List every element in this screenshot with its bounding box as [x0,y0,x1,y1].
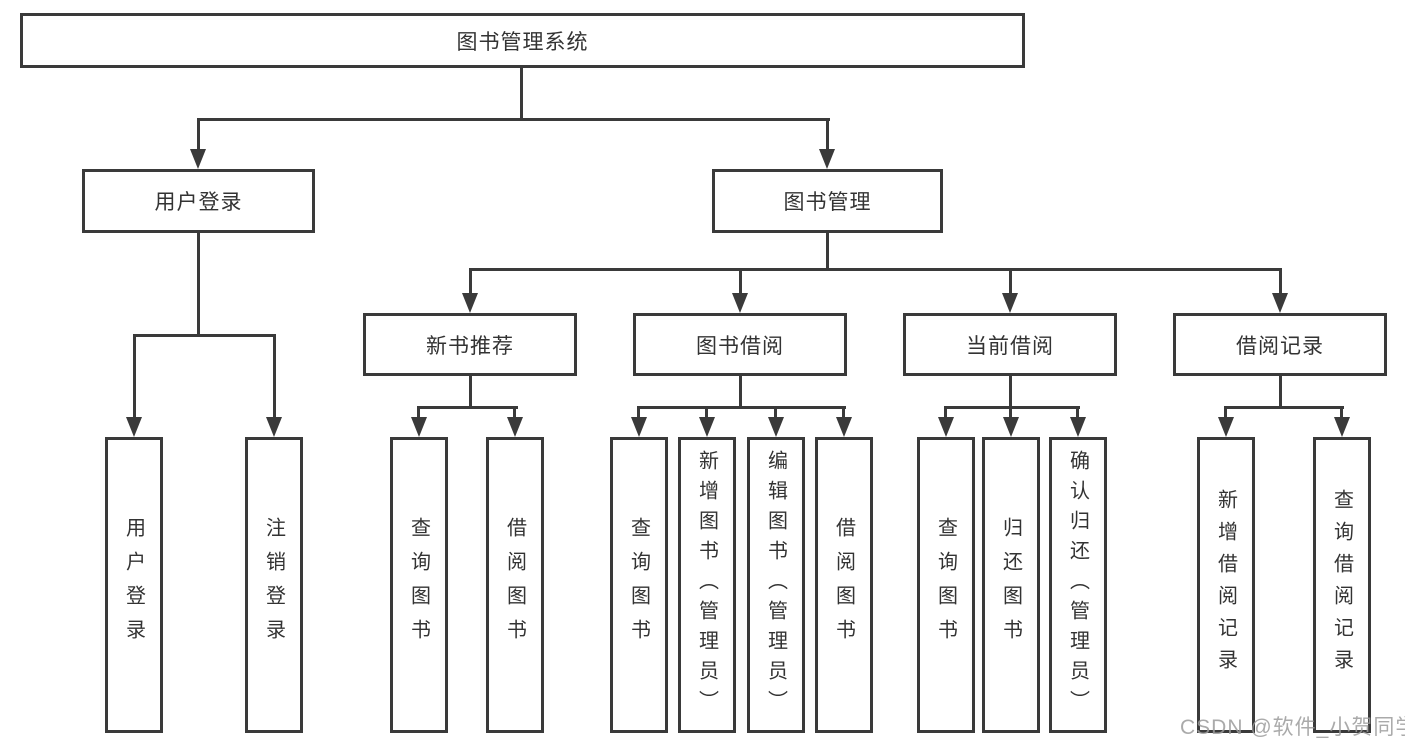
arrowhead-down-icon [631,417,647,437]
leaf-borrow-books: 借阅图书 [815,437,873,733]
arrowhead-down-icon [266,417,282,437]
arrowhead-down-icon [699,417,715,437]
connector-line [1224,406,1344,409]
leaf-logout: 注销登录 [245,437,303,733]
csdn-watermark: CSDN @软件_小贺同学 [1180,716,1405,739]
connector-line [944,406,947,420]
leaf-label: 查询借阅记录 [1330,489,1353,681]
node-book-borrow: 图书借阅 [633,313,847,376]
leaf-label: 注销登录 [262,517,285,653]
node-current-borrow: 当前借阅 [903,313,1117,376]
connector-line [197,118,200,152]
connector-line [273,334,276,418]
node-label: 新书推荐 [426,334,514,358]
node-library-management-system: 图书管理系统 [20,13,1025,68]
connector-line [133,334,136,418]
connector-line [1279,376,1282,407]
arrowhead-down-icon [1002,293,1018,313]
connector-line [637,406,846,409]
leaf-borrow-books: 借阅图书 [486,437,544,733]
connector-line [826,233,829,271]
leaf-return-books: 归还图书 [982,437,1040,733]
connector-line [705,406,708,420]
leaf-edit-books-admin: 编辑图书（管理员） [747,437,805,733]
arrowhead-down-icon [1334,417,1350,437]
leaf-label: 新增借阅记录 [1214,489,1237,681]
node-label: 图书管理系统 [456,30,589,54]
leaf-label: 借阅图书 [832,517,855,653]
arrowhead-down-icon [768,417,784,437]
connector-line [520,68,523,120]
connector-line [826,118,829,152]
connector-line [739,268,742,294]
leaf-add-books-admin: 新增图书（管理员） [678,437,736,733]
leaf-confirm-return-admin: 确认归还（管理员） [1049,437,1107,733]
connector-line [1224,406,1227,420]
connector-line [944,406,1080,409]
connector-line [1076,406,1079,420]
leaf-user-login: 用户登录 [105,437,163,733]
leaf-label: 归还图书 [999,517,1022,653]
leaf-label: 查询图书 [407,517,430,653]
node-book-management: 图书管理 [712,169,943,233]
leaf-query-books: 查询图书 [390,437,448,733]
arrowhead-down-icon [1070,417,1086,437]
leaf-label: 用户登录 [122,517,145,653]
connector-line [197,233,200,336]
arrowhead-down-icon [411,417,427,437]
connector-line [469,268,472,294]
connector-line [842,406,845,420]
connector-line [1340,406,1343,420]
connector-line [1009,406,1012,420]
node-user-login: 用户登录 [82,169,315,233]
connector-line [637,406,640,420]
connector-line [1009,376,1012,408]
leaf-query-books: 查询图书 [917,437,975,733]
connector-line [1009,268,1012,294]
arrowhead-down-icon [507,417,523,437]
arrowhead-down-icon [819,149,835,169]
arrowhead-down-icon [126,417,142,437]
node-label: 图书管理 [783,191,872,214]
connector-line [133,334,276,337]
node-label: 用户登录 [154,191,243,214]
arrowhead-down-icon [1003,417,1019,437]
leaf-label: 借阅图书 [503,517,526,653]
leaf-add-borrow-record: 新增借阅记录 [1197,437,1255,733]
arrowhead-down-icon [190,149,206,169]
node-label: 当前借阅 [966,334,1054,358]
connector-line [1279,268,1282,294]
arrowhead-down-icon [836,417,852,437]
node-borrow-records: 借阅记录 [1173,313,1387,376]
connector-line [469,268,1282,271]
node-label: 图书借阅 [696,334,784,358]
leaf-query-borrow-record: 查询借阅记录 [1313,437,1371,733]
leaf-query-books: 查询图书 [610,437,668,733]
arrowhead-down-icon [1218,417,1234,437]
connector-line [739,376,742,408]
arrowhead-down-icon [732,293,748,313]
connector-line [513,406,516,420]
arrowhead-down-icon [462,293,478,313]
arrowhead-down-icon [938,417,954,437]
arrowhead-down-icon [1272,293,1288,313]
connector-line [417,406,518,409]
connector-line [774,406,777,420]
leaf-label: 确认归还（管理员） [1066,450,1089,720]
connector-line [417,406,420,420]
node-new-book-recommend: 新书推荐 [363,313,577,376]
leaf-label: 查询图书 [934,517,957,653]
node-label: 借阅记录 [1236,334,1324,358]
connector-line [469,376,472,408]
leaf-label: 新增图书（管理员） [695,450,718,720]
leaf-label: 查询图书 [627,517,650,653]
connector-line [197,118,830,121]
leaf-label: 编辑图书（管理员） [764,450,787,720]
